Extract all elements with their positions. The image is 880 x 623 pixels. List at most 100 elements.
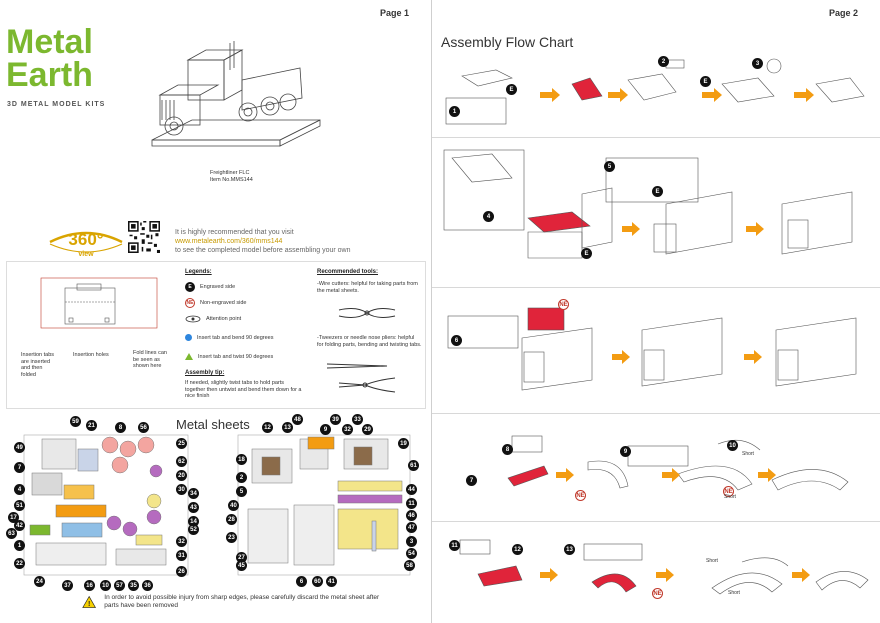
part-number-bubble: 44: [406, 484, 417, 495]
step-11-bubble: 11: [449, 540, 460, 551]
flow-row-5-drawing: [459, 539, 869, 595]
page-number: Page 2: [828, 8, 858, 18]
flow-row-1: [432, 0, 880, 138]
model-name-block: Freightliner FLC Item No.MMS144: [210, 170, 253, 184]
part-number-bubble: 48: [292, 414, 303, 425]
part-number-bubble: 60: [312, 576, 323, 587]
flow-row-2: [432, 138, 880, 288]
part-number-bubble: 30: [176, 484, 187, 495]
green-triangle-icon: [185, 353, 193, 360]
legend-label: Non-engraved side: [200, 300, 247, 306]
tweezers-icon: [326, 363, 388, 369]
legends-title: Legends:: [185, 269, 212, 275]
metal-sheet-1: [23, 434, 189, 576]
item-number: Item No.MMS144: [210, 177, 253, 183]
flow-row-4: [432, 414, 880, 522]
page-number: Page 1: [379, 8, 409, 18]
qr-code[interactable]: [128, 221, 160, 253]
part-number-bubble: 9: [320, 424, 331, 435]
visit-url-link[interactable]: www.metalearth.com/360/mms144: [175, 238, 283, 245]
model-name: Freightliner FLC: [210, 170, 250, 176]
part-number-bubble: 7: [14, 462, 25, 473]
badge-360-text: 360°: [68, 230, 103, 249]
page-1: Page 1 Metal Earth 3D METAL MODEL KITS: [0, 0, 432, 623]
part-number-bubble: 20: [176, 470, 187, 481]
flow-row-1-drawing: [445, 58, 865, 125]
metal-sheets-title: Metal sheets: [176, 417, 250, 432]
warning-note: ! In order to avoid possible injury from…: [82, 594, 382, 610]
part-number-bubble: 47: [406, 522, 417, 533]
fold-tab-diagram: [40, 277, 158, 329]
part-number-bubble: 6: [296, 576, 307, 587]
logo-line-1: Metal: [6, 23, 93, 61]
blue-dot-icon: [185, 334, 192, 341]
part-number-bubble: 34: [188, 488, 199, 499]
part-number-bubble: 16: [84, 580, 95, 591]
part-number-bubble: 8: [115, 422, 126, 433]
tools-title: Recommended tools:: [317, 269, 379, 275]
part-number-bubble: 35: [128, 580, 139, 591]
attention-point-icon: [185, 315, 201, 323]
non-engraved-side-marker: NE: [575, 490, 586, 501]
logo-line-2: Earth: [6, 56, 93, 94]
part-number-bubble: 41: [326, 576, 337, 587]
part-number-bubble: 10: [100, 580, 111, 591]
part-number-bubble: 33: [352, 414, 363, 425]
step-1-bubble: 1: [449, 106, 460, 117]
assembly-flow-chart-title: Assembly Flow Chart: [441, 34, 574, 50]
needle-nose-pliers-icon: [338, 377, 396, 393]
part-number-bubble: 61: [408, 460, 419, 471]
part-number-bubble: 13: [282, 422, 293, 433]
step-6-bubble: 6: [451, 335, 462, 346]
short-label: Short: [742, 451, 754, 457]
part-number-bubble: 57: [114, 580, 125, 591]
non-engraved-side-marker: NE: [558, 299, 569, 310]
tool-wire-cutters: -Wire cutters: helpful for taking parts …: [317, 281, 418, 294]
flow-row-5: [432, 522, 880, 623]
part-number-bubble: 18: [236, 454, 247, 465]
svg-text:!: !: [88, 600, 90, 608]
wire-cutters-icon: [338, 308, 396, 318]
flow-row-3: [432, 288, 880, 414]
step-2-bubble: 2: [658, 56, 669, 67]
part-number-bubble: 24: [34, 576, 45, 587]
caption-insertion-holes: Insertion holes: [73, 352, 109, 358]
part-number-bubble: 29: [362, 424, 373, 435]
step-10-bubble: 10: [727, 440, 738, 451]
part-number-bubble: 54: [406, 548, 417, 559]
part-number-bubble: 11: [406, 498, 417, 509]
legend-label: Insert tab and twist 90 degrees: [198, 353, 274, 360]
part-number-bubble: 2: [236, 472, 247, 483]
part-number-bubble: 46: [406, 510, 417, 521]
logo-tagline: 3D METAL MODEL KITS: [7, 101, 106, 108]
flow-row-2-drawing: [443, 149, 853, 259]
part-number-bubble: 52: [188, 524, 199, 535]
legend-label: Attention point: [206, 316, 242, 322]
visit-website-note: It is highly recommended that you visit …: [175, 228, 351, 255]
tool-tweezers: -Tweezers or needle nose pliers: helpful…: [317, 335, 422, 348]
part-number-bubble: 28: [226, 514, 237, 525]
brand-logo: Metal Earth: [6, 23, 93, 94]
non-engraved-side-icon: NE: [185, 298, 195, 308]
part-number-bubble: 25: [176, 438, 187, 449]
part-number-bubble: 59: [70, 416, 81, 427]
legend-item-engraved: E Engraved side: [185, 282, 235, 292]
360-view-badge[interactable]: 360° view: [44, 222, 128, 262]
part-number-bubble: 14: [188, 516, 199, 527]
non-engraved-side-marker: NE: [652, 588, 663, 599]
part-number-bubble: 3: [406, 536, 417, 547]
step-12-bubble: 12: [512, 544, 523, 555]
step-13-bubble: 13: [564, 544, 575, 555]
part-number-bubble: 23: [226, 532, 237, 543]
step-7-bubble: 7: [466, 475, 477, 486]
assembly-tip-title: Assembly tip:: [185, 370, 225, 376]
part-number-bubble: 51: [14, 500, 25, 511]
legend-item-non-engraved: NE Non-engraved side: [185, 298, 246, 308]
legend-panel: Insertion tabs are inserted and then fol…: [6, 261, 426, 409]
flow-row-4-drawing: [507, 435, 849, 491]
assembly-tip-text: If needed, slightly twist tabs to hold p…: [185, 380, 302, 399]
engraved-side-marker: E: [581, 248, 592, 259]
truck-illustration: [151, 41, 321, 147]
part-number-bubble: 43: [188, 502, 199, 513]
metal-sheet-2: [237, 434, 411, 576]
